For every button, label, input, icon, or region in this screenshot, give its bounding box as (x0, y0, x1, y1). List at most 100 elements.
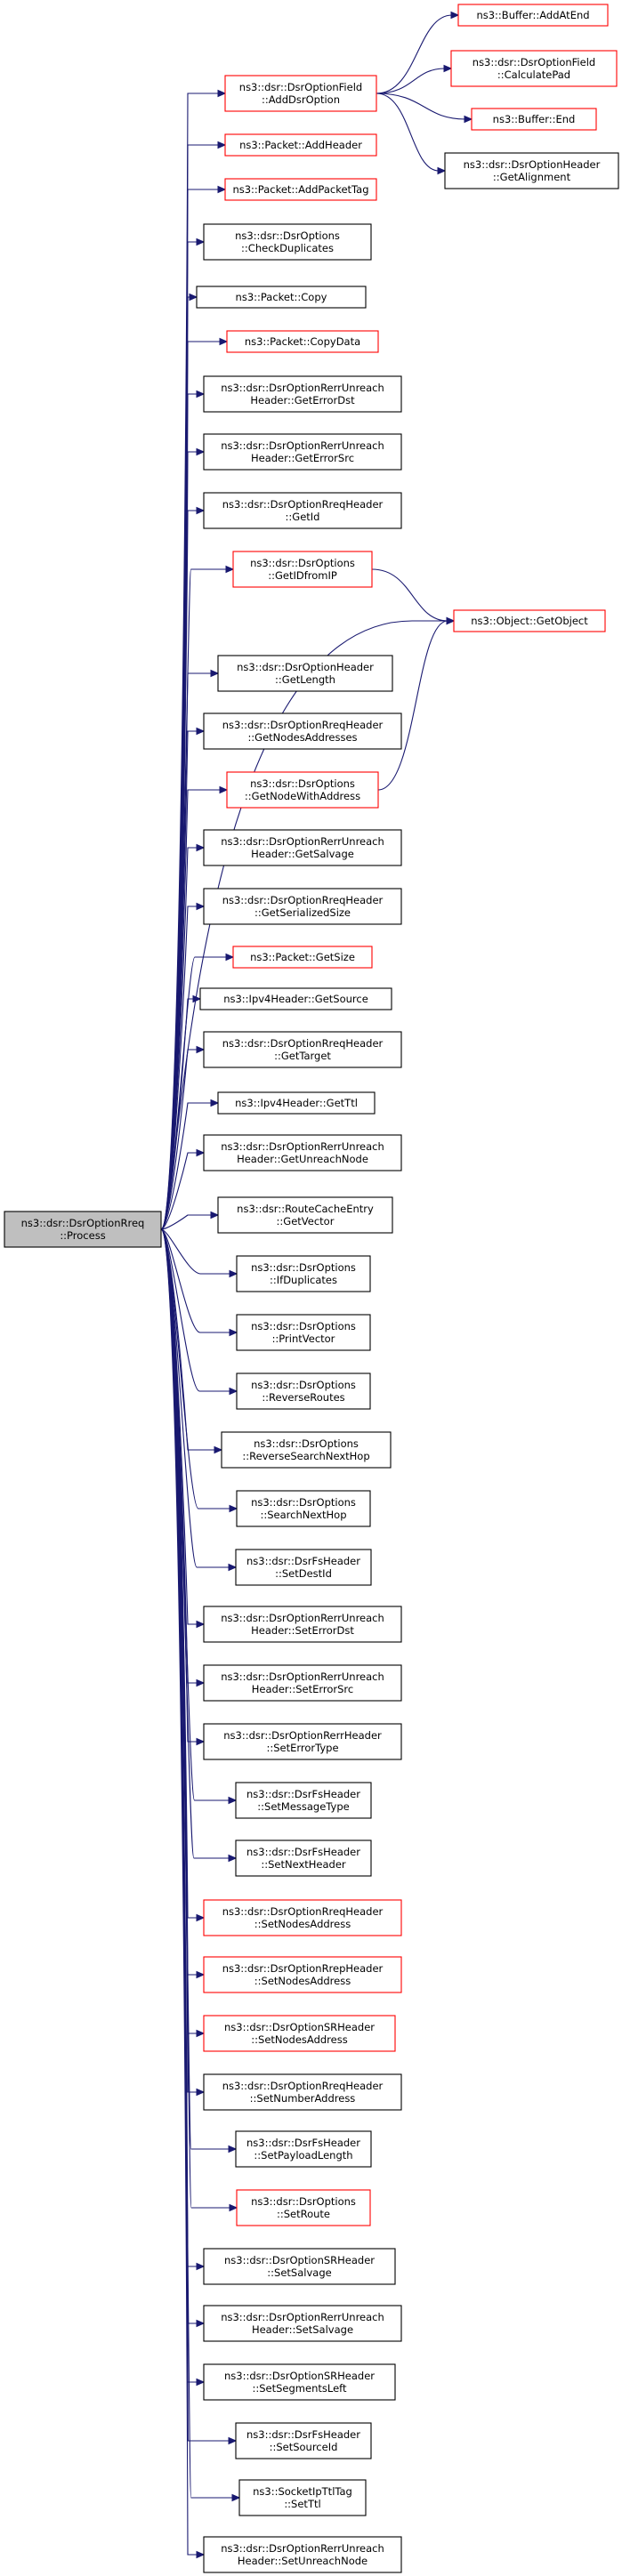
arrowhead-icon (189, 293, 198, 302)
node-box (217, 1091, 376, 1115)
function-node[interactable]: ns3::dsr::DsrFsHeader::SetMessageType (235, 1782, 372, 1819)
function-node[interactable]: ns3::dsr::DsrFsHeader::SetDestId (235, 1549, 372, 1586)
node-box (238, 2479, 367, 2516)
node-label: ::SetDestId (275, 1567, 332, 1580)
function-node[interactable]: ns3::Object::GetObject (453, 609, 606, 632)
arrowhead-icon (196, 237, 206, 246)
arrowhead-icon (210, 669, 220, 678)
function-node[interactable]: ns3::dsr::DsrOptionRreqHeader::GetNodesA… (203, 712, 402, 750)
function-node[interactable]: ns3::dsr::DsrOptions::ReverseSearchNextH… (221, 1431, 392, 1469)
node-box (203, 888, 402, 925)
function-node[interactable]: ns3::dsr::DsrOptionHeader::GetLength (217, 655, 393, 692)
function-node[interactable]: ns3::Packet::GetSize (232, 946, 373, 969)
function-node[interactable]: ns3::Buffer::AddAtEnd (457, 4, 609, 27)
function-node[interactable]: ns3::dsr::DsrOptionRerrUnreachHeader::Ge… (203, 375, 402, 413)
function-node[interactable]: ns3::dsr::DsrOptionSRHeader::SetSalvage (203, 2248, 396, 2285)
node-box (217, 1196, 393, 1234)
function-node[interactable]: ns3::dsr::DsrOptionSRHeader::SetNodesAdd… (203, 2015, 396, 2052)
edge-line (376, 68, 446, 94)
edge-line (376, 14, 453, 94)
function-node[interactable]: ns3::dsr::DsrOptionRerrHeader::SetErrorT… (203, 1723, 402, 1760)
node-box (453, 609, 606, 632)
function-node[interactable]: ns3::dsr::DsrOptionRreqHeader::SetNumber… (203, 2073, 402, 2111)
node-label: ns3::dsr::DsrOptionRerrUnreach (221, 439, 384, 452)
function-node[interactable]: ns3::Packet::AddHeader (224, 133, 377, 157)
arrowhead-icon (196, 1148, 206, 1157)
function-node[interactable]: ns3::dsr::DsrOptions::SetRoute (236, 2189, 371, 2226)
node-box (232, 946, 373, 969)
function-node[interactable]: ns3::dsr::DsrOptions::PrintVector (236, 1314, 371, 1351)
function-node[interactable]: ns3::dsr::DsrOptionField::AddDsrOption (224, 75, 377, 112)
node-label: ::GetNodesAddresses (247, 731, 357, 744)
node-label: Header::GetErrorDst (250, 394, 355, 407)
edge-line (160, 1228, 230, 1275)
call-edge (376, 64, 453, 94)
arrowhead-icon (219, 337, 229, 346)
node-label: ::GetIDfromIP (268, 569, 337, 582)
node-box (203, 2248, 396, 2285)
function-node[interactable]: ns3::dsr::DsrOptions::GetNodeWithAddress (226, 771, 379, 809)
function-node[interactable]: ns3::dsr::DsrOptionRerrUnreachHeader::Se… (203, 1664, 402, 1702)
function-node[interactable]: ns3::Packet::CopyData (226, 330, 379, 353)
node-label: ::GetId (286, 511, 320, 523)
arrowhead-icon (446, 616, 456, 625)
function-node[interactable]: ns3::dsr::DsrFsHeader::SetNextHeader (235, 1839, 372, 1877)
function-node[interactable]: ns3::dsr::DsrOptionRerrUnreachHeader::Ge… (203, 829, 402, 866)
arrowhead-icon (196, 1620, 206, 1629)
root-node[interactable]: ns3::dsr::DsrOptionRreq::Process (4, 1211, 162, 1248)
function-node[interactable]: ns3::dsr::DsrOptionRreqHeader::SetNodesA… (203, 1899, 402, 1936)
call-edge (160, 293, 198, 1230)
function-node[interactable]: ns3::dsr::RouteCacheEntry::GetVector (217, 1196, 393, 1234)
function-node[interactable]: ns3::dsr::DsrOptionRrepHeader::SetNodesA… (203, 1956, 402, 1993)
function-node[interactable]: ns3::dsr::DsrOptionRreqHeader::GetSerial… (203, 888, 402, 925)
function-node[interactable]: ns3::Packet::Copy (196, 286, 367, 309)
edge-line (160, 1214, 212, 1230)
node-label: ::GetAlignment (493, 171, 571, 183)
function-node[interactable]: ns3::dsr::DsrOptionSRHeader::SetSegments… (203, 2363, 396, 2401)
function-node[interactable]: ns3::dsr::DsrOptionRerrUnreachHeader::Se… (203, 1606, 402, 1643)
arrowhead-icon (196, 2088, 206, 2097)
arrowhead-icon (196, 2262, 206, 2271)
edge-line (160, 1228, 230, 1333)
arrowhead-icon (217, 89, 227, 98)
function-node[interactable]: ns3::dsr::DsrOptions::GetIDfromIP (232, 551, 373, 588)
node-label: ::GetNodeWithAddress (245, 790, 360, 802)
node-box (203, 712, 402, 750)
function-node[interactable]: ns3::dsr::DsrOptionRreqHeader::GetTarget (203, 1031, 402, 1068)
function-node[interactable]: ns3::dsr::DsrOptions::SearchNextHop (236, 1490, 371, 1527)
function-node[interactable]: ns3::SocketIpTtlTag::SetTtl (238, 2479, 367, 2516)
function-node[interactable]: ns3::dsr::DsrOptionHeader::GetAlignment (444, 152, 619, 189)
function-node[interactable]: ns3::dsr::DsrOptionRerrUnreachHeader::Se… (203, 2305, 402, 2342)
arrowhead-icon (196, 447, 206, 456)
node-label: ns3::dsr::DsrOptionRreqHeader (222, 1905, 384, 1918)
arrowhead-icon (228, 2145, 238, 2153)
node-box (203, 2536, 402, 2573)
function-node[interactable]: ns3::dsr::DsrOptions::CheckDuplicates (203, 223, 372, 261)
node-box (203, 1956, 402, 1993)
node-box (444, 152, 619, 189)
function-node[interactable]: ns3::Ipv4Header::GetSource (199, 987, 392, 1010)
node-label: ns3::dsr::DsrOptionRreqHeader (222, 719, 384, 731)
function-node[interactable]: ns3::dsr::DsrOptionRerrUnreachHeader::Ge… (203, 1134, 402, 1171)
function-node[interactable]: ns3::dsr::DsrOptionRerrUnreachHeader::Se… (203, 2536, 402, 2573)
call-edge (160, 337, 229, 1230)
node-box (203, 492, 402, 529)
function-node[interactable]: ns3::dsr::DsrFsHeader::SetSourceId (235, 2422, 372, 2459)
function-node[interactable]: ns3::Buffer::End (471, 108, 597, 131)
function-node[interactable]: ns3::Packet::AddPacketTag (224, 178, 377, 201)
arrowhead-icon (228, 2436, 238, 2445)
function-node[interactable]: ns3::dsr::DsrFsHeader::SetPayloadLength (235, 2130, 372, 2168)
function-node[interactable]: ns3::Ipv4Header::GetTtl (217, 1091, 376, 1115)
arrowhead-icon (229, 2203, 238, 2212)
function-node[interactable]: ns3::dsr::DsrOptions::IfDuplicates (236, 1255, 371, 1292)
function-node[interactable]: ns3::dsr::DsrOptions::ReverseRoutes (236, 1373, 371, 1410)
function-node[interactable]: ns3::dsr::DsrOptionRreqHeader::GetId (203, 492, 402, 529)
function-node[interactable]: ns3::dsr::DsrOptionRerrUnreachHeader::Ge… (203, 433, 402, 471)
function-node[interactable]: ns3::dsr::DsrOptionField::CalculatePad (450, 50, 618, 87)
node-label: ::GetVector (277, 1215, 335, 1228)
edge-line (160, 1152, 198, 1230)
node-box (457, 4, 609, 27)
node-box (203, 1899, 402, 1936)
call-edge (160, 1099, 220, 1230)
node-label: ns3::dsr::DsrOptions (251, 1261, 356, 1274)
